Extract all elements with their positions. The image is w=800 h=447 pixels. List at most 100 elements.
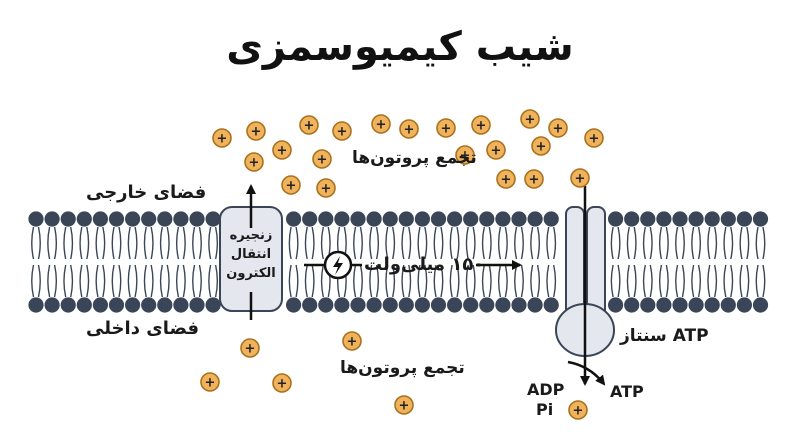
lipid-head [672,211,688,227]
lipid-tail [175,226,180,260]
lipid-tail [456,226,460,260]
atp-synthase-label: ATP سنتاز [620,326,709,346]
lipid-head [286,211,302,227]
lipid-tail [53,226,58,260]
lipid-tail [95,264,99,298]
lipid-tail [665,226,669,260]
lipid-head [704,211,720,227]
lipid-tail [70,226,74,260]
lipid-tail [385,226,389,260]
lipid-head [382,211,398,227]
proton-symbol: + [553,122,564,137]
lipid-head [350,211,366,227]
proton-symbol: + [529,173,540,188]
proton-icon: + [246,121,266,141]
lipid-tail [304,264,308,298]
lipid-tail [111,226,115,260]
lipid-head [688,211,704,227]
lipid-head [398,211,414,227]
proton-icon: + [281,175,301,195]
lipid-head [624,211,640,227]
proton-icon: + [244,152,264,172]
proton-icon: + [570,168,590,188]
lipid-tail [134,264,138,298]
proton-icon: + [316,178,336,198]
lipid-head [157,211,173,227]
proton-icon: + [531,136,551,156]
proton-symbol: + [347,335,358,350]
lipid-tail [497,226,502,260]
lipid-head [205,211,221,227]
etc-line-3: الکترون [226,266,276,281]
lipid-tail [675,226,679,260]
proton-symbol: + [277,377,288,392]
lipid-tail [86,264,90,298]
lipid-tail [546,226,550,260]
lipid-tail [182,264,186,298]
lipid-tail [118,226,122,260]
lipid-tail [31,264,35,298]
lipid-tail [755,226,759,260]
proton-symbol: + [251,125,262,140]
lipid-head [624,297,640,313]
lipid-head [640,297,656,313]
voltage-icon [323,250,353,280]
proton-icon: + [200,372,220,392]
lipid-tail [553,264,557,298]
lipid-tail [730,226,734,260]
proton-icon: + [568,400,588,420]
lipid-tail [417,264,421,298]
lipid-tail [626,226,630,260]
lipid-tail [424,264,428,298]
proton-symbol: + [589,132,600,147]
lipid-tail [166,226,170,260]
lipid-tail [47,264,51,298]
lipid-tail [681,264,685,298]
proton-icon: + [471,115,491,135]
lipid-tail [408,264,412,298]
lipid-head [318,297,334,313]
lipid-tail [311,226,315,260]
lipid-tail [288,264,292,298]
lipid-head [382,297,398,313]
lipid-head [527,211,543,227]
lipid-head [28,211,44,227]
lipid-head [76,211,92,227]
lipid-tail [746,226,750,260]
proton-icon: + [212,128,232,148]
lipid-tail [385,264,389,298]
lipid-tail [134,226,138,260]
proton-symbol: + [249,156,260,171]
lipid-tail [642,264,646,298]
proton-symbol: + [217,132,228,147]
lipid-tail [392,264,396,298]
lipid-head [752,211,769,227]
lipid-head [495,297,511,313]
lipid-head [366,211,382,227]
lipid-tail [353,226,357,260]
lipid-heads [28,211,769,313]
proton-symbol: + [476,119,487,134]
lipid-head [608,211,624,227]
lipid-tail [182,226,186,260]
lipid-tail [739,226,743,260]
lipid-head [672,297,688,313]
lipid-tail [707,264,711,298]
lipid-tail [401,264,405,298]
lipid-tail [31,226,35,260]
lipid-head [141,297,157,313]
adp-label: ADP [527,380,565,399]
proton-symbol: + [441,122,452,137]
lipid-tail [546,264,550,298]
proton-icon: + [312,149,332,169]
lipid-head [752,297,769,313]
lipid-head [157,297,173,313]
lipid-head [108,211,125,227]
lipid-tail [95,226,99,260]
lipid-tail [481,264,485,298]
lipid-head [495,211,511,227]
lipid-tail [610,264,614,298]
proton-icon: + [436,118,456,138]
pi-label: Pi [536,400,554,419]
